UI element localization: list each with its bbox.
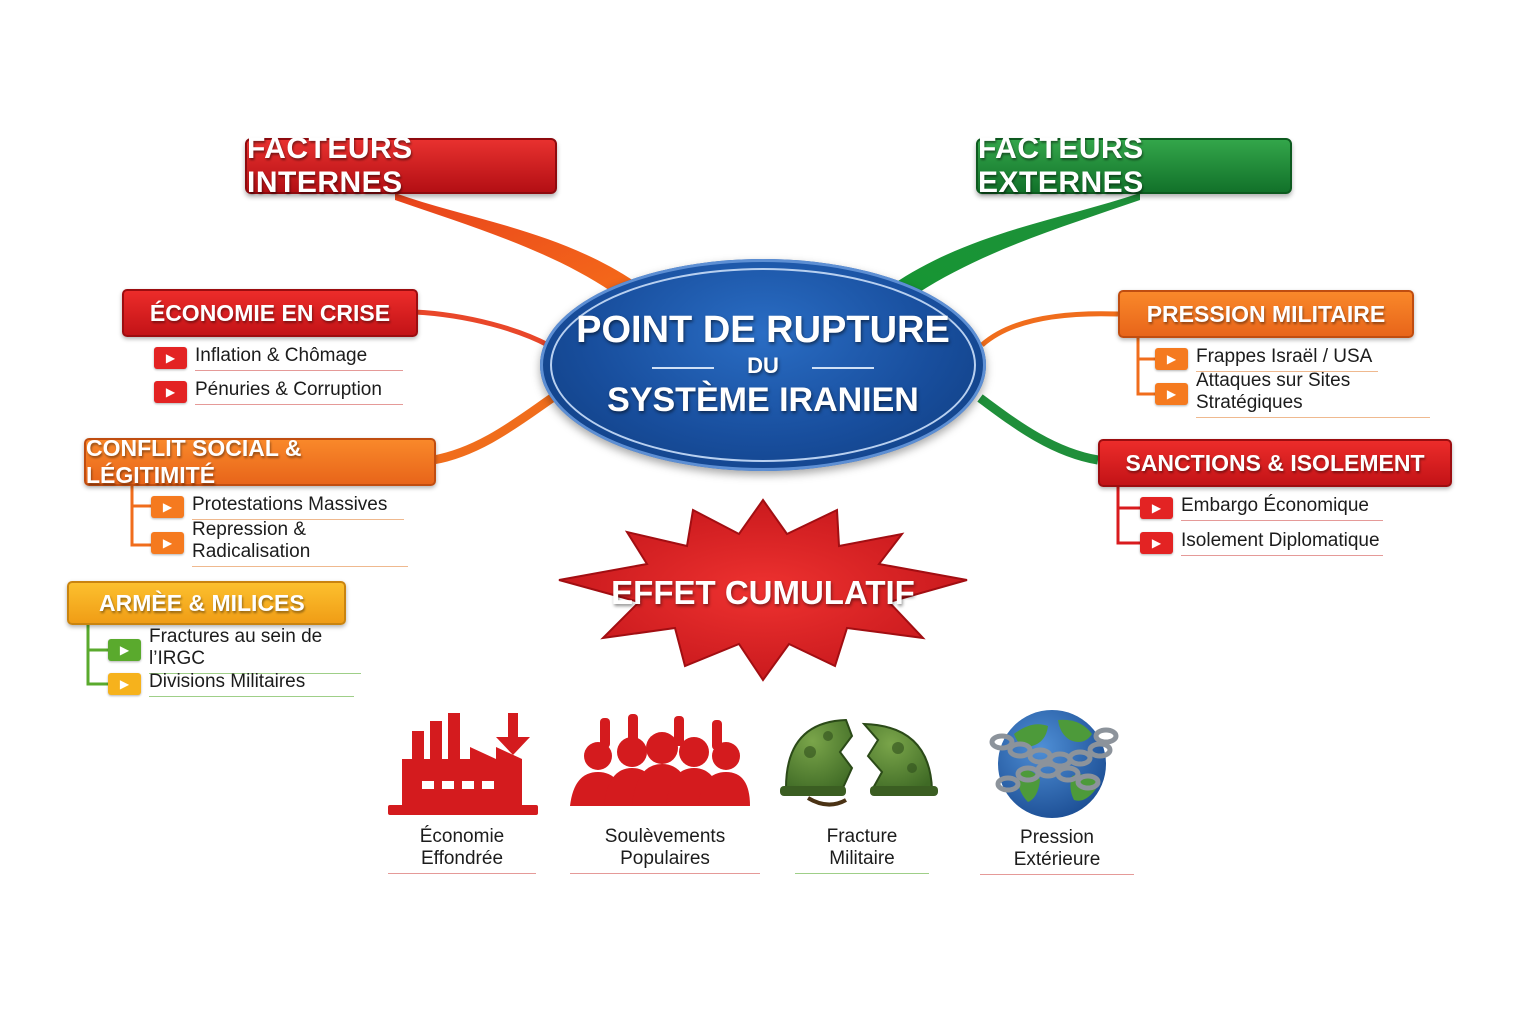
play-marker-icon: ▶ [151,532,184,554]
icon-label-pression: Pression Extérieure [980,827,1134,875]
central-title-line2: DU [747,353,779,378]
tree-armee [86,625,110,686]
play-marker-icon: ▶ [1155,383,1188,405]
category-armee-milices: ARMÈE & MILICES [67,581,346,625]
list-item: ▶ Pénuries & Corruption [154,376,403,408]
central-title-line1: POINT DE RUPTURE [576,309,950,351]
central-title-line3: SYSTÈME IRANIEN [607,381,919,419]
list-item: ▶ Divisions Militaires [108,668,354,700]
icon-label-economie: Économie Effondrée [388,826,536,874]
broken-helmet-icon [780,718,938,807]
list-item: ▶ Inflation & Chômage [154,342,403,374]
play-marker-icon: ▶ [1155,348,1188,370]
category-pression-militaire: PRESSION MILITAIRE [1118,290,1414,338]
category-conflit-social: CONFLIT SOCIAL & LÉGITIMITÉ [84,435,436,488]
factory-decline-icon [388,713,538,815]
list-item: ▶ Frappes Israël / USA [1155,343,1378,375]
icon-label-fracture: Fracture Militaire [795,826,929,874]
play-marker-icon: ▶ [108,673,141,695]
icon-label-soulevements: Soulèvements Populaires [570,826,760,874]
play-marker-icon: ▶ [151,496,184,518]
chained-globe-icon [989,710,1119,818]
list-item: ▶ Repression & Radicalisation [151,519,408,567]
category-economie: ÉCONOMIE EN CRISE [122,289,418,337]
central-divider-right [812,367,874,369]
effet-cumulatif-label: EFFET CUMULATIF [611,574,915,611]
list-item: ▶ Attaques sur Sites Stratégiques [1155,370,1430,418]
crowd-protest-icon [570,714,750,806]
facteurs-internes-header: FACTEURS INTERNES [245,132,557,199]
link-sanctions [977,394,1099,465]
branch-externes [892,193,1140,293]
tree-sanctions [1116,483,1140,545]
play-marker-icon: ▶ [154,381,187,403]
link-economie [414,309,550,348]
link-pression [980,311,1119,347]
tree-conflit [130,483,153,547]
play-marker-icon: ▶ [108,639,141,661]
category-sanctions-isolement: SANCTIONS & ISOLEMENT [1098,439,1452,487]
list-item: ▶ Protestations Massives [151,491,404,523]
play-marker-icon: ▶ [1140,532,1173,554]
central-node: POINT DE RUPTURE DU SYSTÈME IRANIEN [540,259,986,471]
branch-internes [395,193,640,292]
starburst-icon [558,498,968,682]
facteurs-externes-header: FACTEURS EXTERNES [976,132,1292,199]
list-item: ▶ Fractures au sein de l’IRGC [108,626,361,674]
central-divider-left [652,367,714,369]
list-item: ▶ Embargo Économique [1140,492,1383,524]
list-item: ▶ Isolement Diplomatique [1140,527,1383,559]
play-marker-icon: ▶ [154,347,187,369]
play-marker-icon: ▶ [1140,497,1173,519]
link-conflit [432,394,555,465]
tree-pression [1136,335,1157,396]
